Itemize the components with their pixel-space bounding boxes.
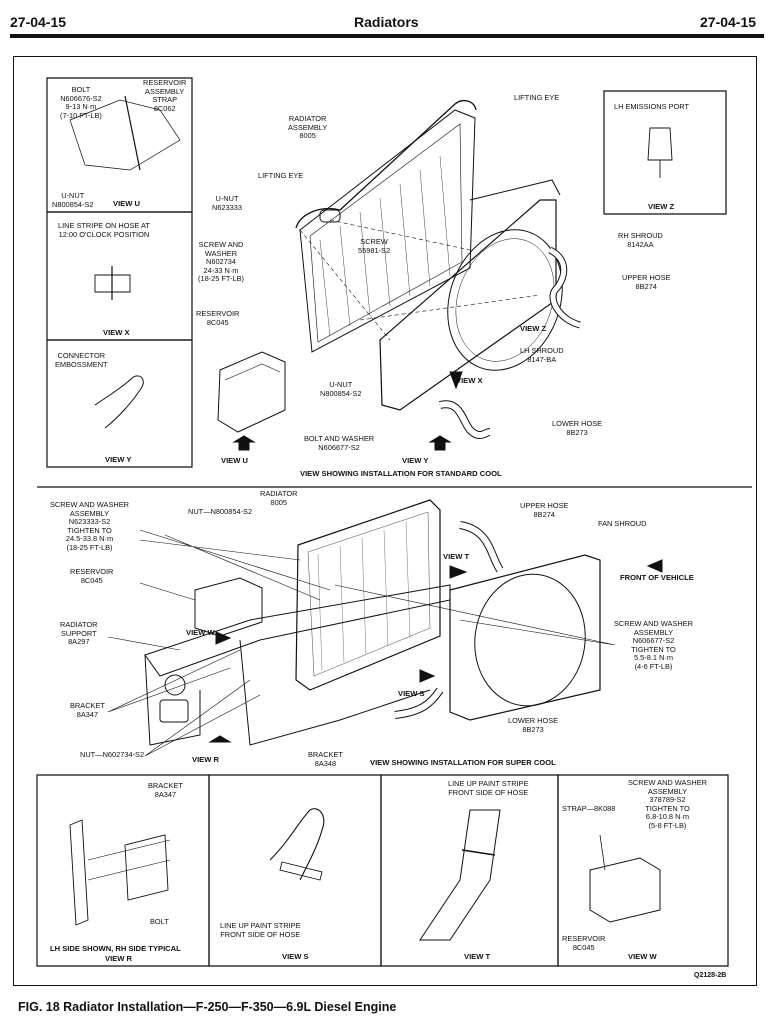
mid-view-s-callout: VIEW S xyxy=(398,689,425,698)
view-u-bolt-label: BOLT N606676-S2 9-13 N·m (7-10 FT-LB) xyxy=(60,85,102,120)
view-y-note: CONNECTOR EMBOSSMENT xyxy=(55,351,108,369)
screw-washer-label: SCREW AND WASHER N602734 24-33 N·m (18-2… xyxy=(198,240,244,284)
view-x-note: LINE STRIPE ON HOSE AT 12:00 O'CLOCK POS… xyxy=(58,221,150,239)
view-u-inset-title: VIEW U xyxy=(113,199,141,208)
view-w-strap-label: STRAP—8K088 xyxy=(562,804,616,813)
figure-frame xyxy=(13,56,757,986)
view-u-callout: VIEW U xyxy=(221,456,249,465)
view-w-reservoir-label: RESERVOIR 8C045 xyxy=(562,934,606,952)
view-z-note: LH EMISSIONS PORT xyxy=(614,102,690,111)
view-x-inset-title: VIEW X xyxy=(103,328,130,337)
page-number-left: 27-04-15 xyxy=(10,14,67,30)
u-nut-label: U-NUT N623333 xyxy=(212,194,242,212)
lh-shroud-label: LH SHROUD 8147-BA xyxy=(520,346,564,364)
super-cool-caption: VIEW SHOWING INSTALLATION FOR SUPER COOL xyxy=(370,758,556,767)
view-w-title: VIEW W xyxy=(628,952,657,961)
view-z-inset-title: VIEW Z xyxy=(648,202,675,211)
radiator-assembly-label: RADIATOR ASSEMBLY 8005 xyxy=(288,114,328,141)
mid-screw-washer-label: SCREW AND WASHER ASSEMBLY N623333-S2 TIG… xyxy=(50,500,129,552)
view-t-title: VIEW T xyxy=(464,952,491,961)
fan-shroud-label: FAN SHROUD xyxy=(598,519,647,528)
mid-view-w-callout: VIEW W xyxy=(186,628,215,637)
page-number-right: 27-04-15 xyxy=(700,14,757,30)
reservoir-label: RESERVOIR 8C045 xyxy=(196,309,240,327)
view-y-inset-title: VIEW Y xyxy=(105,455,132,464)
view-w-screw-label: SCREW AND WASHER ASSEMBLY 378789-S2 TIGH… xyxy=(628,778,707,830)
figure-caption: FIG. 18 Radiator Installation—F-250—F-35… xyxy=(18,1000,397,1014)
view-r-note: LH SIDE SHOWN, RH SIDE TYPICAL xyxy=(50,944,181,953)
view-r-bracket-label: BRACKET 8A347 xyxy=(148,781,183,799)
view-u-strap-label: RESERVOIR ASSEMBLY STRAP 8C062 xyxy=(143,78,187,113)
upper-hose-label: UPPER HOSE 8B274 xyxy=(622,273,671,291)
radiator-support-label: RADIATOR SUPPORT 8A297 xyxy=(60,620,98,647)
mid-view-t-callout: VIEW T xyxy=(443,552,470,561)
front-of-vehicle-label: FRONT OF VEHICLE xyxy=(620,573,694,582)
mid-bracket2-label: BRACKET 8A348 xyxy=(308,750,343,768)
mid-nut-bottom-label: NUT—N602734-S2 xyxy=(80,750,145,759)
u-nut2-label: U-NUT N800854-S2 xyxy=(320,380,362,398)
view-r-title: VIEW R xyxy=(105,954,133,963)
view-u-unut-label: U-NUT N800854-S2 xyxy=(52,191,94,209)
standard-cool-caption: VIEW SHOWING INSTALLATION FOR STANDARD C… xyxy=(300,469,502,478)
lower-hose-label: LOWER HOSE 8B273 xyxy=(552,419,603,437)
mid-nut-top-label: NUT—N800854-S2 xyxy=(188,507,253,516)
mid-view-r-callout: VIEW R xyxy=(192,755,220,764)
page-title: Radiators xyxy=(354,14,419,30)
mid-upper-hose-label: UPPER HOSE 8B274 xyxy=(520,501,569,519)
view-x-callout: VIEW X xyxy=(456,376,483,385)
mid-screw-washer2-label: SCREW AND WASHER ASSEMBLY N606677-S2 TIG… xyxy=(614,619,693,671)
view-y-callout: VIEW Y xyxy=(402,456,429,465)
mid-bracket-label: BRACKET 8A347 xyxy=(70,701,105,719)
mid-lower-hose-label: LOWER HOSE 8B273 xyxy=(508,716,559,734)
view-t-note: LINE UP PAINT STRIPE FRONT SIDE OF HOSE xyxy=(448,779,529,797)
figure-code: Q2128-2B xyxy=(694,972,727,979)
mid-reservoir-label: RESERVOIR 8C045 xyxy=(70,567,114,585)
lifting-eye-top-label: LIFTING EYE xyxy=(514,93,560,102)
view-s-note: LINE UP PAINT STRIPE FRONT SIDE OF HOSE xyxy=(220,921,301,939)
lifting-eye-label: LIFTING EYE xyxy=(258,171,304,180)
rh-shroud-label: RH SHROUD 8142AA xyxy=(618,231,663,249)
view-z-callout: VIEW Z xyxy=(520,324,547,333)
bolt-washer-label: BOLT AND WASHER N606677-S2 xyxy=(304,434,375,452)
header-rule xyxy=(10,34,764,38)
mid-radiator-label: RADIATOR 8005 xyxy=(260,489,298,507)
view-r-bolt-label: BOLT xyxy=(150,917,169,926)
view-s-title: VIEW S xyxy=(282,952,309,961)
screw-label: SCREW 55981-S2 xyxy=(358,237,391,255)
